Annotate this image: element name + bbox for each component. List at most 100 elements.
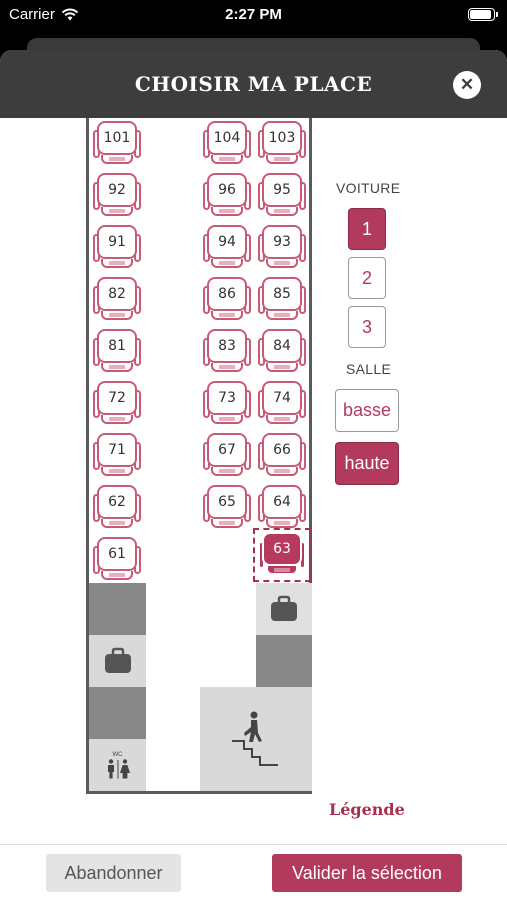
seat-96[interactable]: 96 [203, 172, 251, 218]
seat-number: 62 [97, 485, 137, 519]
status-time: 2:27 PM [225, 6, 282, 23]
seat-number: 94 [207, 225, 247, 259]
seat-number: 92 [97, 173, 137, 207]
blocked-area [89, 687, 146, 739]
blocked-area [89, 583, 146, 635]
seat-number: 66 [262, 433, 302, 467]
seat-cushion [101, 467, 133, 476]
legend-link[interactable]: Légende [329, 800, 405, 819]
status-bar: Carrier 2:27 PM [0, 0, 507, 30]
wc-label: WC [112, 751, 123, 758]
seat-62[interactable]: 62 [93, 484, 141, 530]
seat-number: 91 [97, 225, 137, 259]
seat-63[interactable]: 63 [258, 531, 306, 577]
confirm-selection-button[interactable]: Valider la sélection [272, 854, 462, 892]
seat-74[interactable]: 74 [258, 380, 306, 426]
seat-cushion [101, 571, 133, 580]
seat-cushion [266, 207, 298, 216]
seat-82[interactable]: 82 [93, 276, 141, 322]
seat-71[interactable]: 71 [93, 432, 141, 478]
seat-cushion [101, 259, 133, 268]
luggage-rack [256, 583, 312, 635]
seat-number: 63 [262, 532, 302, 566]
seat-number: 72 [97, 381, 137, 415]
seat-cushion [211, 415, 243, 424]
seat-81[interactable]: 81 [93, 328, 141, 374]
floor-label: SALLE [346, 361, 392, 377]
seat-cushion [211, 259, 243, 268]
seat-95[interactable]: 95 [258, 172, 306, 218]
luggage-icon [104, 647, 131, 673]
selected-seat-frame [253, 528, 311, 582]
blocked-area [256, 635, 312, 687]
seat-number: 71 [97, 433, 137, 467]
seat-number: 73 [207, 381, 247, 415]
close-icon: ✕ [459, 75, 475, 94]
seat-number: 96 [207, 173, 247, 207]
seat-85[interactable]: 85 [258, 276, 306, 322]
seat-cushion [266, 259, 298, 268]
seat-cushion [266, 363, 298, 372]
cancel-button[interactable]: Abandonner [46, 854, 181, 892]
seat-number: 81 [97, 329, 137, 363]
seat-number: 74 [262, 381, 302, 415]
toilet-icon [107, 758, 130, 778]
seat-86[interactable]: 86 [203, 276, 251, 322]
seat-67[interactable]: 67 [203, 432, 251, 478]
floor-button-basse[interactable]: basse [335, 389, 399, 432]
seat-cushion [211, 363, 243, 372]
seat-cushion [266, 467, 298, 476]
seat-84[interactable]: 84 [258, 328, 306, 374]
seat-cushion [101, 155, 133, 164]
seat-cushion [211, 467, 243, 476]
seat-number: 61 [97, 537, 137, 571]
page-title: CHOISIR MA PLACE [134, 72, 373, 96]
seat-cushion [101, 415, 133, 424]
seat-83[interactable]: 83 [203, 328, 251, 374]
seat-cushion [101, 363, 133, 372]
stairs-icon [232, 711, 278, 766]
seat-94[interactable]: 94 [203, 224, 251, 270]
seat-cushion [211, 311, 243, 320]
seat-cushion [101, 207, 133, 216]
close-button[interactable]: ✕ [453, 71, 481, 99]
seat-92[interactable]: 92 [93, 172, 141, 218]
seat-cushion [266, 566, 298, 575]
seat-93[interactable]: 93 [258, 224, 306, 270]
seat-number: 86 [207, 277, 247, 311]
seat-103[interactable]: 103 [258, 120, 306, 166]
seat-number: 82 [97, 277, 137, 311]
seat-65[interactable]: 65 [203, 484, 251, 530]
wifi-icon [61, 8, 79, 21]
seat-cushion [211, 207, 243, 216]
car-button-2[interactable]: 2 [348, 257, 386, 299]
seat-73[interactable]: 73 [203, 380, 251, 426]
seat-cushion [211, 155, 243, 164]
seat-101[interactable]: 101 [93, 120, 141, 166]
seat-cushion [266, 155, 298, 164]
seat-number: 67 [207, 433, 247, 467]
seat-61[interactable]: 61 [93, 536, 141, 582]
car-button-3[interactable]: 3 [348, 306, 386, 348]
seat-72[interactable]: 72 [93, 380, 141, 426]
battery-icon [468, 8, 498, 21]
seat-66[interactable]: 66 [258, 432, 306, 478]
seat-number: 104 [207, 121, 247, 155]
seat-104[interactable]: 104 [203, 120, 251, 166]
luggage-icon [271, 595, 297, 621]
toilet-area: WC [89, 739, 146, 791]
seat-selection-sheet: CHOISIR MA PLACE ✕ 101 104 103 92 96 95 91 94 93… [0, 50, 507, 900]
seat-number: 101 [97, 121, 137, 155]
seat-number: 93 [262, 225, 302, 259]
floor-button-haute[interactable]: haute [335, 442, 399, 485]
seat-number: 103 [262, 121, 302, 155]
seat-number: 64 [262, 485, 302, 519]
seat-91[interactable]: 91 [93, 224, 141, 270]
seat-cushion [101, 311, 133, 320]
sheet-header: CHOISIR MA PLACE ✕ [0, 50, 507, 118]
seat-number: 65 [207, 485, 247, 519]
car-button-1[interactable]: 1 [348, 208, 386, 250]
seat-cushion [211, 519, 243, 528]
seat-64[interactable]: 64 [258, 484, 306, 530]
